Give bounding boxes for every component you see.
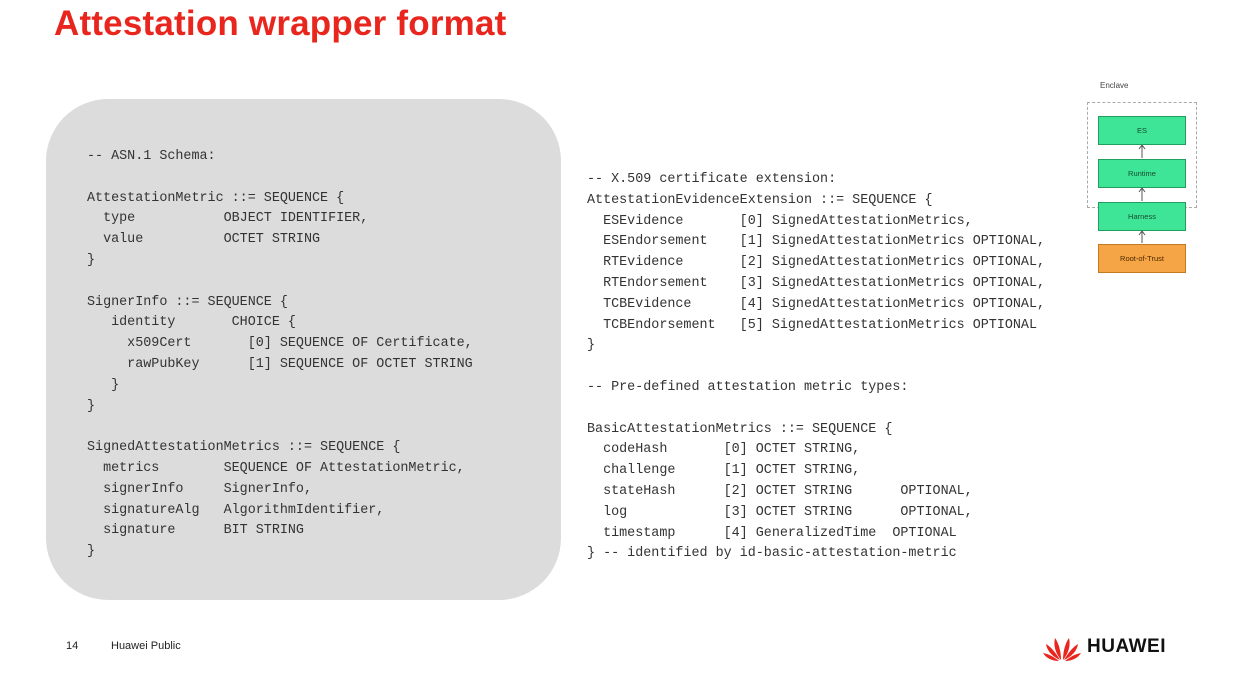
schema-panel — [46, 99, 561, 600]
runtime-block: Runtime — [1098, 159, 1186, 188]
huawei-petals-icon — [1043, 638, 1081, 661]
enclave-label: Enclave — [1100, 81, 1129, 90]
asn1-schema-code: -- ASN.1 Schema: AttestationMetric ::= S… — [87, 149, 473, 560]
layer-arrows — [1138, 144, 1146, 243]
arrowhead-runtime — [1138, 187, 1146, 193]
classification-label: Huawei Public — [111, 640, 181, 652]
extension-schema-code: -- X.509 certificate extension: Attestat… — [587, 172, 1046, 562]
huawei-wordmark: HUAWEI — [1087, 636, 1166, 657]
arrowhead-harness — [1138, 230, 1146, 236]
enclave-layer-diagram: Enclave ES Runtime Harness Root-of-Trust — [1086, 78, 1200, 278]
es-block: ES — [1098, 116, 1186, 145]
page-number: 14 — [66, 640, 79, 652]
huawei-logo: HUAWEI — [1042, 632, 1166, 662]
slide-title: Attestation wrapper format — [54, 4, 507, 43]
root-of-trust-block: Root-of-Trust — [1098, 244, 1186, 273]
harness-block: Harness — [1098, 202, 1186, 231]
arrowhead-es — [1138, 144, 1146, 150]
